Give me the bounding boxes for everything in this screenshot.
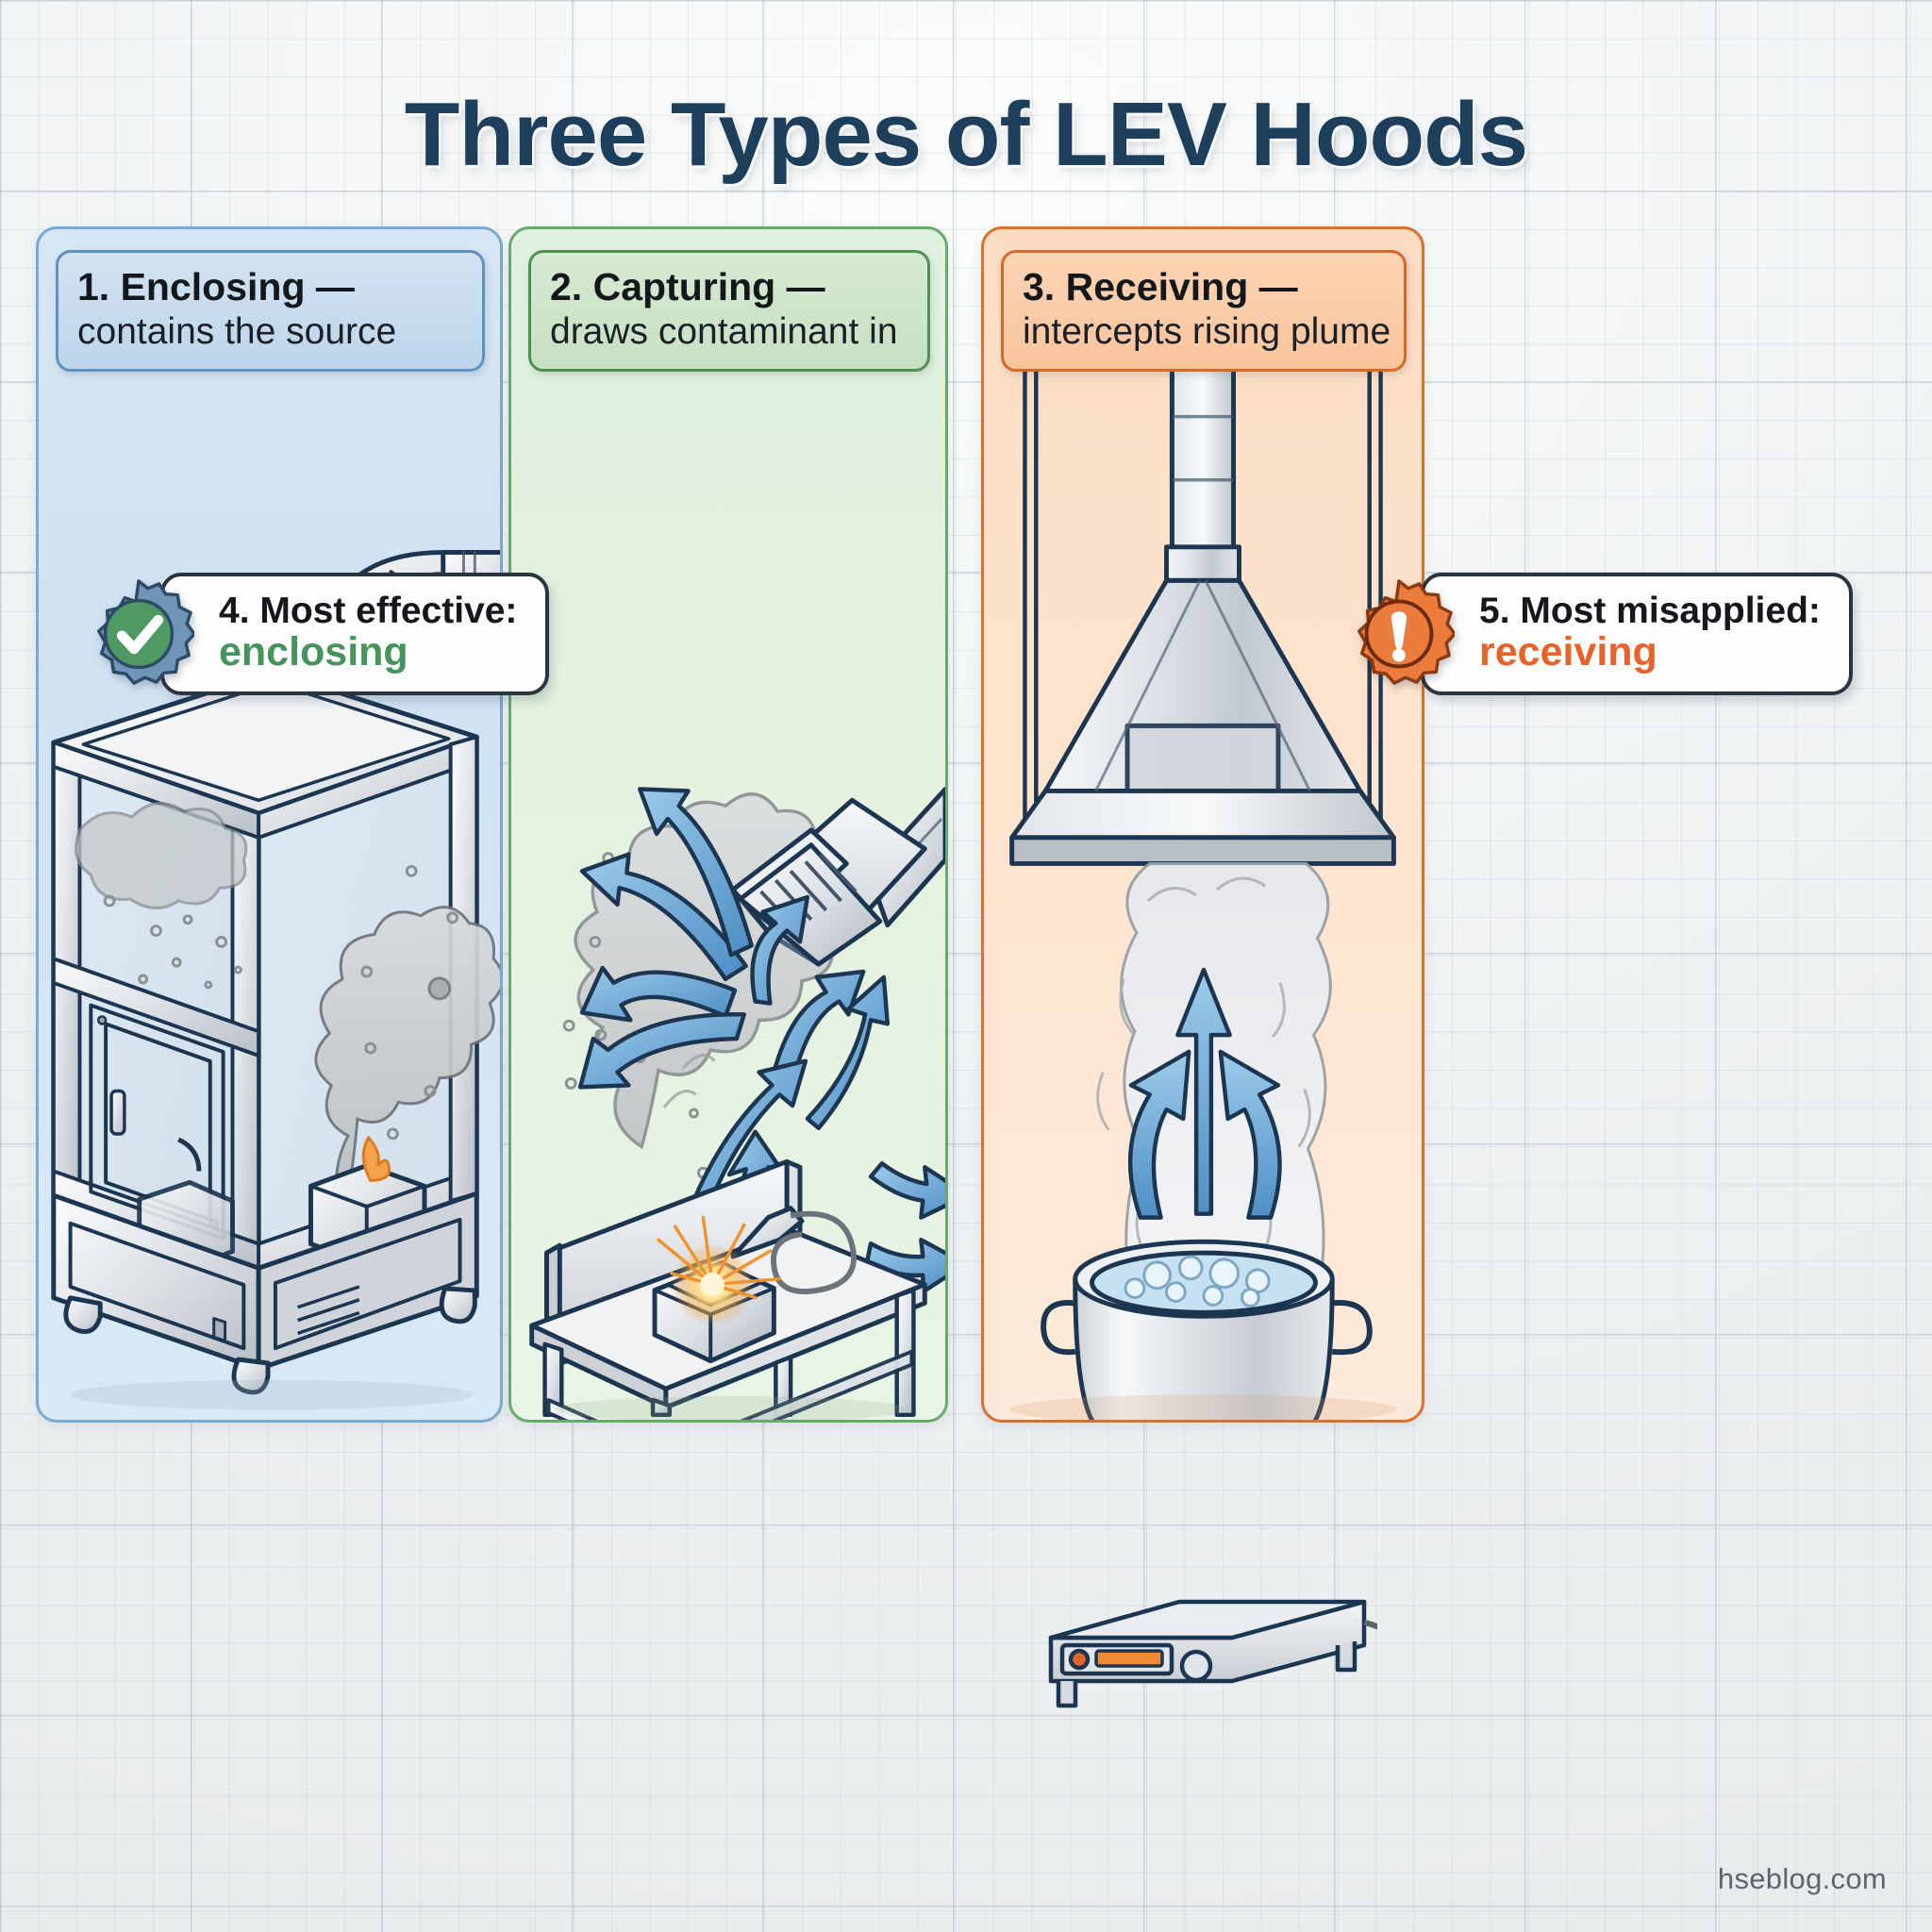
- page-title: Three Types of LEV Hoods: [404, 84, 1528, 185]
- callout-most-misapplied: 5. Most misapplied: receiving: [1343, 573, 1853, 695]
- panel-header-receiving: 3. Receiving — intercepts rising plume: [1001, 250, 1407, 373]
- panel-heading-line2: contains the source: [77, 310, 397, 352]
- panel-header-capturing: 2. Capturing — draws contaminant in: [528, 250, 930, 373]
- callout-line1: 4. Most effective:: [219, 590, 518, 631]
- panel-heading-line1: 3. Receiving —: [1023, 265, 1298, 308]
- panel-receiving: 3. Receiving — intercepts rising plume: [981, 226, 1424, 1423]
- check-seal-icon: [83, 578, 194, 690]
- callout-line1: 5. Most misapplied:: [1479, 590, 1821, 631]
- illustration-enclosing-booth: [39, 229, 500, 1420]
- illustration-canopy-hood: [984, 229, 1422, 1420]
- panel-heading-line2: draws contaminant in: [550, 310, 898, 352]
- callout-line2: enclosing: [219, 628, 408, 675]
- panel-heading-line1: 1. Enclosing —: [77, 265, 355, 308]
- callout-line2: receiving: [1479, 628, 1657, 675]
- callout-text-box: 5. Most misapplied: receiving: [1421, 573, 1853, 695]
- callout-most-effective: 4. Most effective: enclosing: [83, 573, 550, 695]
- warning-seal-icon: [1343, 578, 1455, 690]
- hotplate-graphic: [1038, 1547, 1377, 1717]
- callout-text-box: 4. Most effective: enclosing: [160, 573, 550, 695]
- illustration-capture-hood: [511, 229, 945, 1420]
- footer-attribution: hseblog.com: [1717, 1862, 1887, 1895]
- panel-heading-line2: intercepts rising plume: [1023, 310, 1391, 352]
- panel-heading-line1: 2. Capturing —: [550, 265, 825, 308]
- panel-header-enclosing: 1. Enclosing — contains the source: [56, 250, 485, 373]
- panel-capturing: 2. Capturing — draws contaminant in: [508, 226, 948, 1423]
- panel-enclosing: 1. Enclosing — contains the source: [36, 226, 503, 1423]
